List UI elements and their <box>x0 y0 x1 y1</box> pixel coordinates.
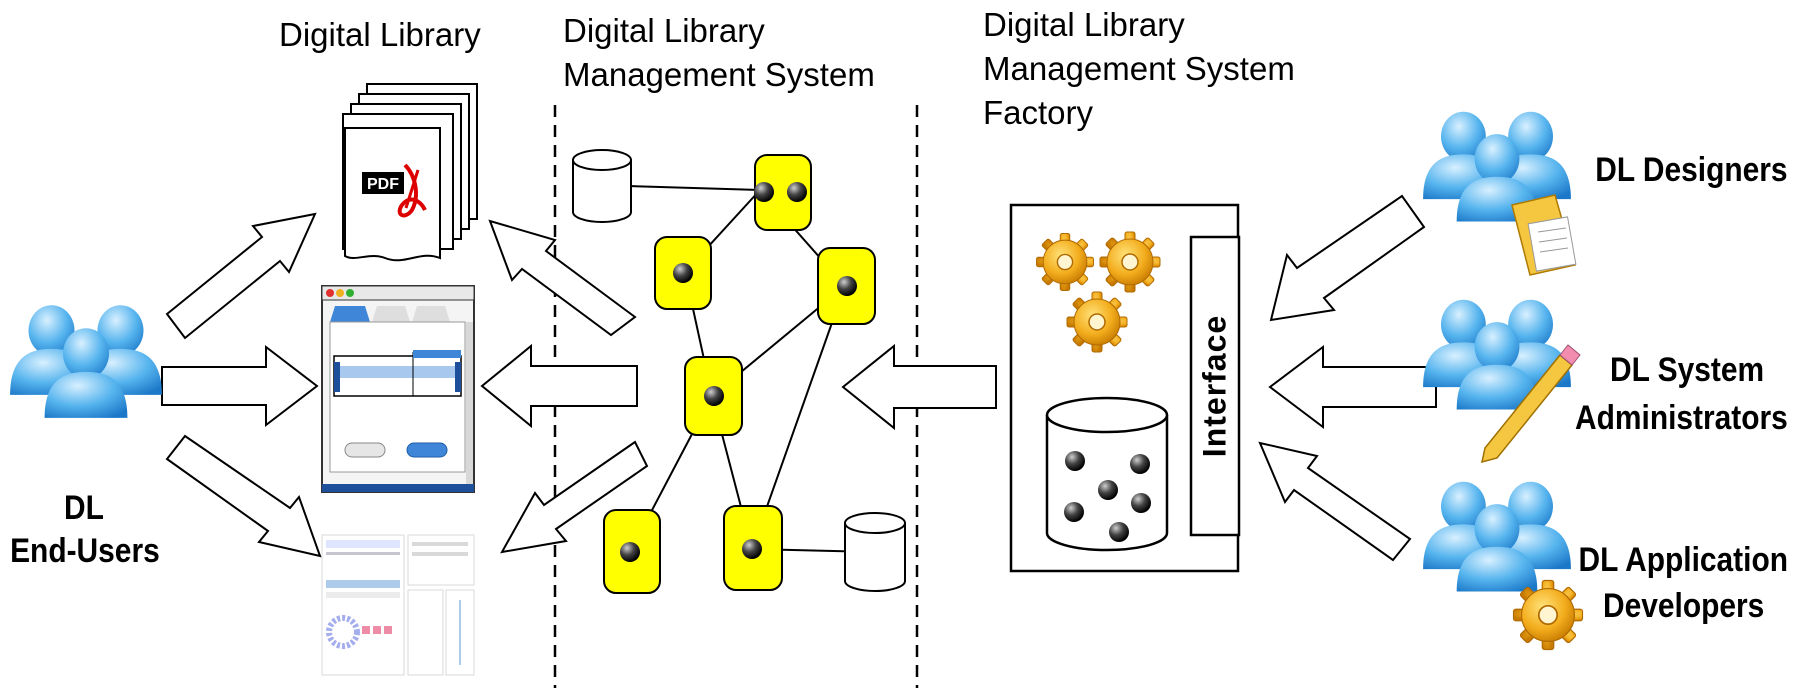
dlms-header-line2: Management System <box>563 56 875 93</box>
digital-library-header: Digital Library <box>279 16 481 53</box>
interface-label: Interface <box>1196 314 1233 458</box>
sysadmin-icon <box>1423 300 1581 464</box>
sysadmin-label-line1: DL System <box>1609 351 1764 389</box>
interface-panel <box>1189 235 1241 537</box>
role-input-arrows <box>1258 194 1437 562</box>
end-user-arrows <box>161 212 322 558</box>
gear-icon <box>1099 231 1161 293</box>
report-thumbnail-icon <box>321 534 475 676</box>
factory-header-line1: Digital Library <box>983 6 1185 43</box>
gear-icon <box>1066 291 1128 353</box>
end-users-icon <box>10 305 162 418</box>
designers-icon <box>1423 112 1577 276</box>
end-users-label-line1: DL <box>64 489 104 527</box>
gear-icon <box>1035 232 1095 292</box>
database-icon <box>844 512 906 592</box>
dlms-output-arrows <box>480 219 649 554</box>
document-stack-icon: PDF <box>342 83 478 262</box>
factory-header-line2: Management System <box>983 50 1295 87</box>
dlms-network-graph <box>572 149 906 594</box>
factory-to-dlms-arrow <box>841 343 997 431</box>
sysadmin-label-line2: Administrators <box>1575 399 1788 437</box>
designers-label: DL Designers <box>1595 151 1788 189</box>
factory-header-line3: Factory <box>983 94 1094 131</box>
application-window-icon <box>321 285 475 493</box>
database-icon <box>572 149 632 223</box>
end-users-label-line2: End-Users <box>10 532 160 570</box>
pdf-label: PDF <box>367 176 399 193</box>
developers-label-line1: DL Application <box>1578 541 1788 579</box>
factory-box <box>1009 203 1241 573</box>
database-icon <box>1045 396 1169 552</box>
dlms-header-line1: Digital Library <box>563 12 765 49</box>
developers-icon <box>1423 482 1584 651</box>
developers-label-line2: Developers <box>1602 587 1764 625</box>
